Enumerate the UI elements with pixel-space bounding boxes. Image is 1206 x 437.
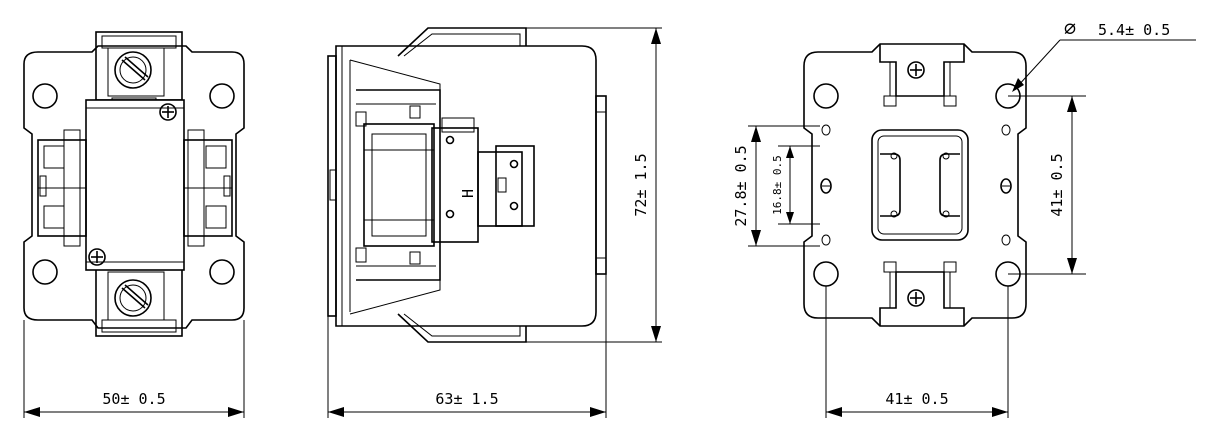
left-contacts (37, 129, 87, 247)
phillips-screw-icon (907, 289, 925, 307)
phillips-screw-icon (159, 103, 177, 121)
bottom-terminal-screw (114, 279, 152, 317)
top-terminal-screw (114, 51, 152, 89)
coil-marking: H (459, 189, 477, 198)
mount-hole (32, 83, 58, 109)
dim-label-slot-outer: 27.8± 0.5 (732, 145, 750, 226)
mount-hole (32, 259, 58, 285)
mount-hole (209, 83, 235, 109)
dimension-rear-width: 41± 0.5 (826, 390, 1008, 417)
diameter-symbol-icon: ∅ (1064, 16, 1076, 40)
phillips-screw-icon (88, 248, 106, 266)
side-view: H (327, 27, 662, 418)
dim-label-rear-height: 41± 0.5 (1048, 153, 1066, 216)
mount-hole (209, 259, 235, 285)
mount-hole (813, 83, 839, 109)
dim-label-hole-diameter: 5.4± 0.5 (1098, 21, 1170, 39)
dimension-side-width: 63± 1.5 (328, 390, 606, 417)
phillips-screw-icon (907, 61, 925, 79)
right-contacts (183, 129, 233, 247)
rear-view (748, 43, 1086, 418)
mount-hole (813, 261, 839, 287)
dimension-slot-outer: 27.8± 0.5 (732, 126, 761, 246)
dimension-rear-height: 41± 0.5 (1048, 96, 1077, 274)
dim-label-slot-inner: 16.8± 0.5 (771, 155, 784, 215)
dimension-front-width: 50± 0.5 (24, 390, 244, 417)
rear-window (871, 129, 969, 241)
dim-label-rear-width: 41± 0.5 (885, 390, 948, 408)
dim-label-side-height: 72± 1.5 (632, 153, 650, 216)
dimension-slot-inner: 16.8± 0.5 (771, 146, 794, 224)
dim-label-front-width: 50± 0.5 (102, 390, 165, 408)
dimension-side-height: 72± 1.5 (632, 28, 661, 342)
dim-label-side-width: 63± 1.5 (435, 390, 498, 408)
front-view (23, 31, 245, 418)
dimension-hole-diameter: ∅ 5.4± 0.5 (1012, 16, 1196, 92)
coil (363, 123, 435, 247)
